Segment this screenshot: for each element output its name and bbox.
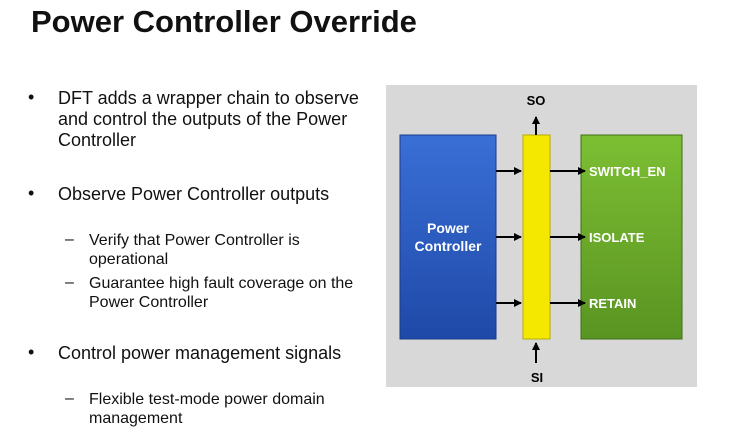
- power-controller-label: Power: [427, 220, 470, 236]
- sub-bullet-dash: –: [65, 274, 74, 291]
- output-label-isolate: ISOLATE: [589, 230, 645, 245]
- bullet-dot: •: [28, 87, 35, 107]
- sub-bullet-text: Flexible test-mode power domain manageme…: [89, 391, 325, 427]
- bullet-dot: •: [28, 342, 35, 362]
- bullet-text: Observe Power Controller outputs: [58, 184, 330, 204]
- scan-in-label: SI: [531, 370, 543, 385]
- sub-bullet-dash: –: [65, 231, 74, 248]
- bullet-dot: •: [28, 183, 35, 203]
- scan-out-label: SO: [527, 93, 546, 108]
- sub-bullet-text: Guarantee high fault coverage on the Pow…: [89, 275, 354, 311]
- bullet-text: Control power management signals: [58, 343, 342, 363]
- slide-title: Power Controller Override: [31, 4, 417, 39]
- output-label-switch-en: SWITCH_EN: [589, 164, 666, 179]
- power-outputs-block: [580, 134, 683, 340]
- power-controller-label: Controller: [415, 238, 482, 254]
- wrapper-chain-bar: [522, 134, 551, 340]
- sub-bullet-dash: –: [65, 390, 74, 407]
- diagram-canvas: Power Controller SO SI SWITCH_EN ISOLATE…: [399, 93, 683, 385]
- sub-bullet-text: Verify that Power Controller is operatio…: [89, 232, 300, 268]
- output-label-retain: RETAIN: [589, 296, 636, 311]
- power-controller-block: [399, 134, 497, 340]
- bullet-text: DFT adds a wrapper chain to observe and …: [58, 88, 359, 150]
- wrapper-chain-diagram: Power Controller SO SI SWITCH_EN ISOLATE…: [386, 85, 697, 387]
